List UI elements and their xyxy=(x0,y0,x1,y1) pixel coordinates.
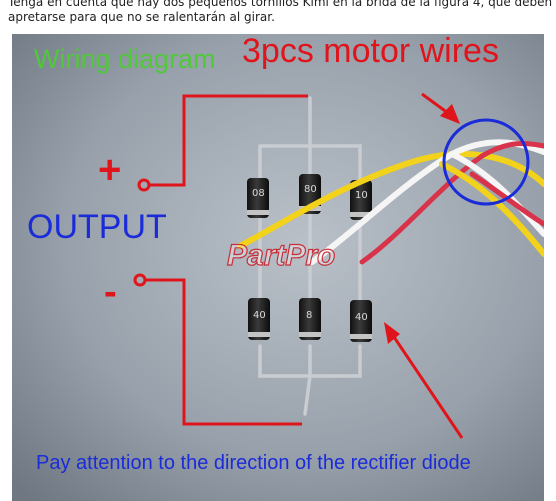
diode-band xyxy=(299,332,321,337)
article-caption: Tenga en cuenta que hay dos pequeños tor… xyxy=(8,0,553,24)
photo-scene: 08 80 10 40 8 40 xyxy=(12,34,544,501)
diode xyxy=(247,178,269,218)
diode xyxy=(248,298,270,340)
diode-marking: 80 xyxy=(304,184,317,195)
diode-marking: 40 xyxy=(253,310,266,321)
minus-terminal xyxy=(133,273,147,287)
diode xyxy=(299,298,321,340)
minus-lead-line xyxy=(145,278,302,426)
motor-wires-label: 3pcs motor wires xyxy=(242,34,499,70)
minus-sign: - xyxy=(104,271,117,313)
diode-marking: 10 xyxy=(355,190,368,201)
watermark-logo: PartPro xyxy=(226,238,336,272)
diode-band xyxy=(247,210,269,215)
diode-row-bottom: 40 8 40 xyxy=(248,298,372,342)
diode xyxy=(350,300,372,342)
arrow-head-icon xyxy=(440,104,460,124)
plus-sign: + xyxy=(98,148,122,192)
diode-band xyxy=(350,212,372,217)
diode-marking: 40 xyxy=(355,312,368,323)
diode-row-top: 08 80 10 xyxy=(247,174,372,220)
metal-leads xyxy=(258,96,362,416)
diode-marking: 08 xyxy=(252,188,265,199)
arrow-head-icon xyxy=(384,322,400,344)
wiring-photo: 08 80 10 40 8 40 xyxy=(12,34,544,501)
diode xyxy=(350,180,372,220)
highlight-circle xyxy=(442,118,530,206)
arrow-diode xyxy=(390,333,464,439)
wiring-diagram-label: Wiring diagram xyxy=(34,44,216,74)
plus-lead-line xyxy=(148,94,308,187)
diode-band xyxy=(350,334,372,339)
diode-marking: 8 xyxy=(306,310,312,321)
plus-terminal xyxy=(137,178,151,192)
yellow-wire xyxy=(237,150,544,249)
rectifier-note: Pay attention to the direction of the re… xyxy=(36,452,471,474)
output-label: OUTPUT xyxy=(27,208,167,246)
diode-band xyxy=(248,332,270,337)
